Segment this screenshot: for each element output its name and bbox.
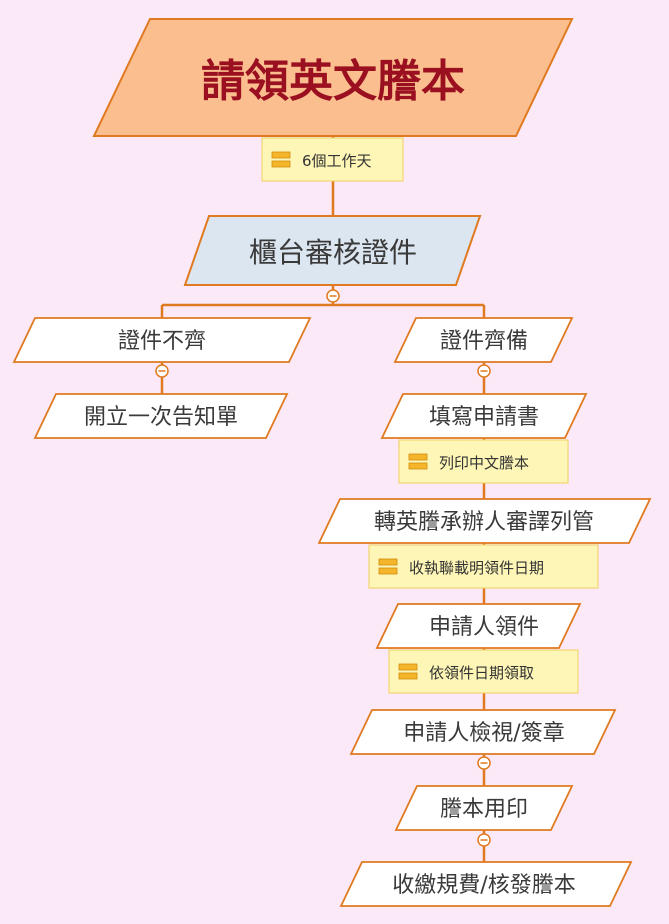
node-label: 開立一次告知單	[84, 405, 238, 430]
node-fee-issue[interactable]: 收繳規費/核發謄本	[339, 861, 633, 907]
node-fill-form[interactable]: 填寫申請書	[380, 393, 588, 439]
title-node[interactable]: 請領英文謄本	[92, 18, 574, 137]
node-label: 證件齊備	[440, 329, 528, 354]
node-label: 申請人領件	[429, 615, 539, 640]
note-text: 依領件日期領取	[429, 664, 534, 682]
node-applicant-pickup[interactable]: 申請人領件	[375, 603, 582, 649]
node-label: 謄本用印	[440, 797, 528, 822]
notes-icon	[408, 453, 428, 470]
collapse-toggle-icon[interactable]	[326, 289, 340, 303]
collapse-toggle-icon[interactable]	[155, 364, 169, 378]
node-label: 填寫申請書	[429, 405, 539, 430]
note-receipt: 收執聯載明領件日期	[368, 544, 599, 589]
node-label: 轉英謄承辦人審譯列管	[374, 510, 594, 535]
node-transfer[interactable]: 轉英謄承辦人審譯列管	[317, 498, 652, 544]
note-print-chinese: 列印中文謄本	[398, 439, 569, 484]
note-text: 收執聯載明領件日期	[409, 559, 544, 577]
collapse-toggle-icon[interactable]	[477, 833, 491, 847]
node-review-sign[interactable]: 申請人檢視/簽章	[349, 709, 617, 755]
node-label: 申請人檢視/簽章	[403, 721, 564, 746]
node-label: 櫃台審核證件	[249, 236, 417, 269]
notes-icon	[378, 558, 398, 575]
note-working-days: 6個工作天	[261, 137, 404, 182]
node-complete[interactable]: 證件齊備	[393, 317, 574, 363]
node-label: 收繳規費/核發謄本	[392, 873, 575, 898]
note-text: 6個工作天	[302, 152, 372, 170]
node-incomplete[interactable]: 證件不齊	[12, 317, 312, 363]
node-label: 證件不齊	[118, 329, 206, 354]
node-notice[interactable]: 開立一次告知單	[33, 393, 289, 439]
notes-icon	[271, 151, 291, 168]
node-seal[interactable]: 謄本用印	[394, 785, 574, 831]
note-collect: 依領件日期領取	[388, 649, 579, 694]
note-text: 列印中文謄本	[439, 454, 529, 472]
title-text: 請領英文謄本	[201, 56, 465, 107]
collapse-toggle-icon[interactable]	[477, 364, 491, 378]
notes-icon	[398, 663, 418, 680]
node-counter-check[interactable]: 櫃台審核證件	[183, 215, 482, 286]
collapse-toggle-icon[interactable]	[477, 756, 491, 770]
